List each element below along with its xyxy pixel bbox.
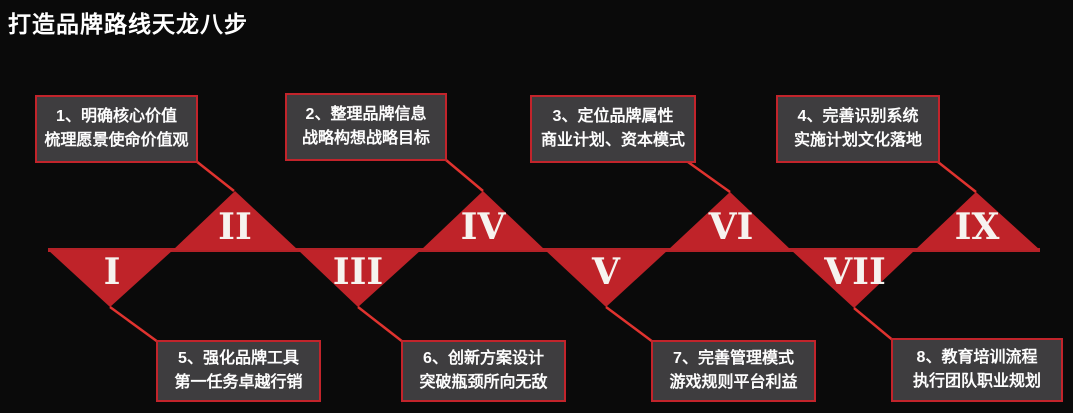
step-2-line-2: 战略构想战略目标 <box>301 130 430 147</box>
step-4-line-1: 4、完善识别系统 <box>797 108 919 125</box>
triangle-step-I <box>48 250 173 307</box>
triangle-step-IV <box>421 191 545 250</box>
step-box-3: 3、定位品牌属性 商业计划、资本模式 <box>530 95 696 163</box>
connector-box3-to-VI <box>687 160 731 194</box>
numeral-VI: VI <box>708 206 754 248</box>
numeral-III: III <box>332 251 384 293</box>
step-5-line-2: 第一任务卓越行销 <box>174 374 303 391</box>
step-1-line-2: 梳理愿景使命价值观 <box>44 132 189 149</box>
step-box-4: 4、完善识别系统 实施计划文化落地 <box>776 95 940 163</box>
step-3-line-2: 商业计划、资本模式 <box>540 132 685 149</box>
step-3-line-1: 3、定位品牌属性 <box>552 108 674 125</box>
step-box-7: 7、完善管理模式 游戏规则平台利益 <box>651 340 816 402</box>
connector-I-to-box5 <box>109 305 159 344</box>
step-box-8: 8、教育培训流程 执行团队职业规划 <box>891 338 1063 402</box>
triangle-step-III <box>298 250 421 307</box>
triangle-step-IX <box>915 192 1040 250</box>
step-7-line-2: 游戏规则平台利益 <box>669 374 798 391</box>
step-6-line-1: 6、创新方案设计 <box>423 350 544 367</box>
triangle-step-VI <box>668 192 791 250</box>
step-box-5: 5、强化品牌工具 第一任务卓越行销 <box>156 340 321 402</box>
step-8-line-2: 执行团队职业规划 <box>912 373 1041 390</box>
triangle-step-II <box>173 191 298 250</box>
connector-V-to-box7 <box>605 305 654 344</box>
connector-box2-to-IV <box>445 159 484 192</box>
step-7-line-1: 7、完善管理模式 <box>673 350 794 367</box>
connector-box1-to-II <box>195 160 235 192</box>
numeral-II: II <box>218 206 252 248</box>
step-box-2: 2、整理品牌信息 战略构想战略目标 <box>285 93 447 161</box>
step-2-line-1: 2、整理品牌信息 <box>305 106 427 123</box>
step-6-line-2: 突破瓶颈所向无敌 <box>419 374 548 391</box>
step-5-line-1: 5、强化品牌工具 <box>178 350 299 367</box>
step-4-line-2: 实施计划文化落地 <box>793 132 922 149</box>
numeral-IX: IX <box>954 206 1000 248</box>
triangle-step-V <box>545 250 668 307</box>
page-title: 打造品牌路线天龙八步 <box>8 11 248 37</box>
step-8-line-1: 8、教育培训流程 <box>916 349 1038 366</box>
step-box-6: 6、创新方案设计 突破瓶颈所向无敌 <box>401 340 566 402</box>
step-box-1: 1、明确核心价值 梳理愿景使命价值观 <box>35 95 198 163</box>
numeral-VII: VII <box>824 251 886 293</box>
connector-box4-to-IX <box>937 161 977 193</box>
triangle-step-VII <box>791 250 915 308</box>
connector-III-to-box6 <box>357 306 404 343</box>
step-1-line-1: 1、明确核心价值 <box>56 108 177 125</box>
connector-VII-to-box8 <box>853 307 896 343</box>
numeral-IV: IV <box>460 206 506 248</box>
numeral-I: I <box>103 251 121 293</box>
numeral-V: V <box>592 251 620 293</box>
